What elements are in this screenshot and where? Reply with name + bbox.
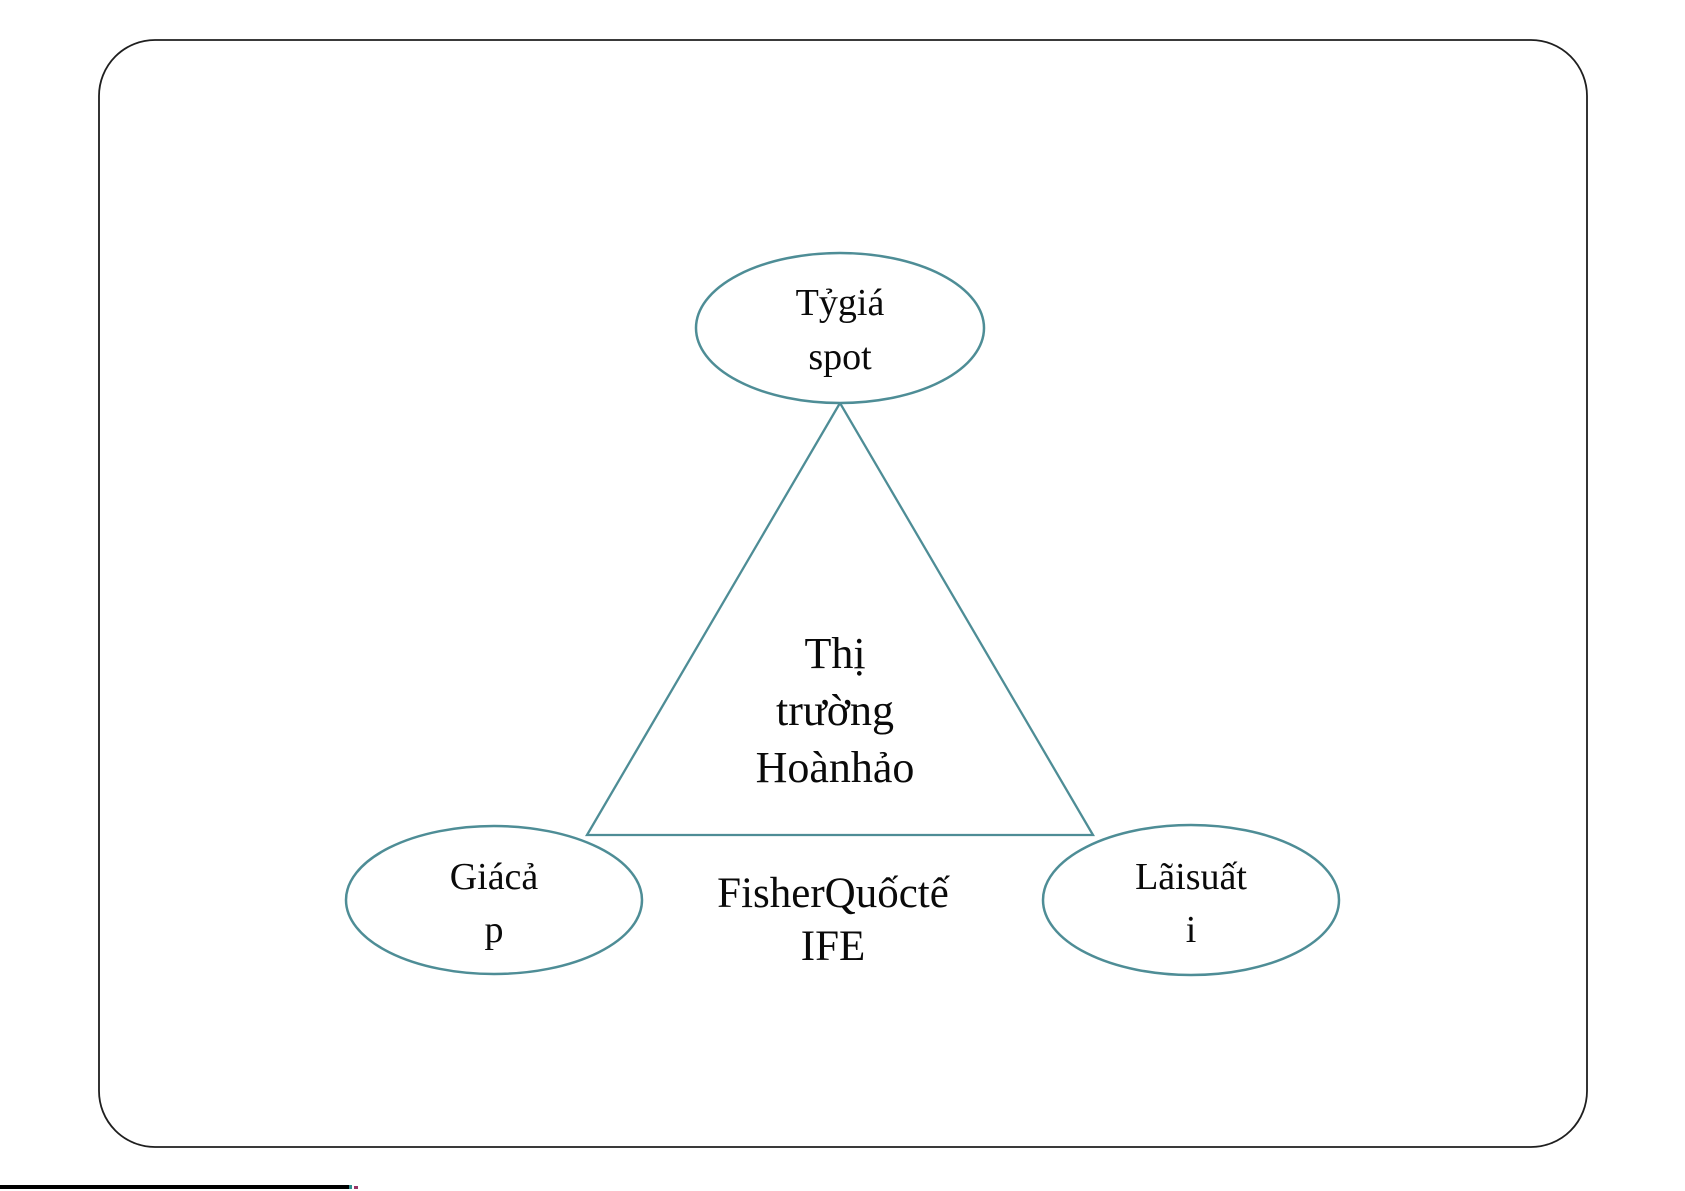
left-node-line1: Giácả: [449, 856, 539, 898]
top-node-line1: Tỷgiá: [795, 282, 885, 324]
bottom-teal-tick: [349, 1185, 352, 1189]
left-node-label: Giácả p: [344, 851, 644, 957]
top-node-line2: spot: [808, 336, 872, 378]
edge-label-line1: FisherQuốctế: [717, 870, 949, 917]
edge-label-line2: IFE: [800, 923, 866, 970]
bottom-plum-dot: [354, 1186, 358, 1189]
center-line1: Thị: [804, 629, 866, 678]
bottom-edge-label: FisherQuốctế IFE: [633, 867, 1033, 973]
bottom-partial-rule: [0, 1185, 349, 1189]
right-node-line2: i: [1185, 909, 1197, 951]
ellipse-price: [344, 824, 644, 976]
right-node-label: Lãisuất i: [1041, 851, 1341, 957]
triangle-center-label: Thị trường Hoànhảo: [635, 625, 1035, 796]
left-node-line2: p: [484, 909, 504, 951]
top-node-label: Tỷgiá spot: [690, 276, 990, 384]
ellipse-interest-rate: [1041, 823, 1341, 977]
triangle-perfect-market: [584, 400, 1096, 837]
right-node-line1: Lãisuất: [1135, 856, 1247, 898]
center-line3: Hoànhảo: [755, 743, 915, 792]
slide-frame: [98, 39, 1588, 1148]
center-line2: trường: [776, 686, 894, 735]
ellipse-spot-rate: [694, 251, 986, 405]
